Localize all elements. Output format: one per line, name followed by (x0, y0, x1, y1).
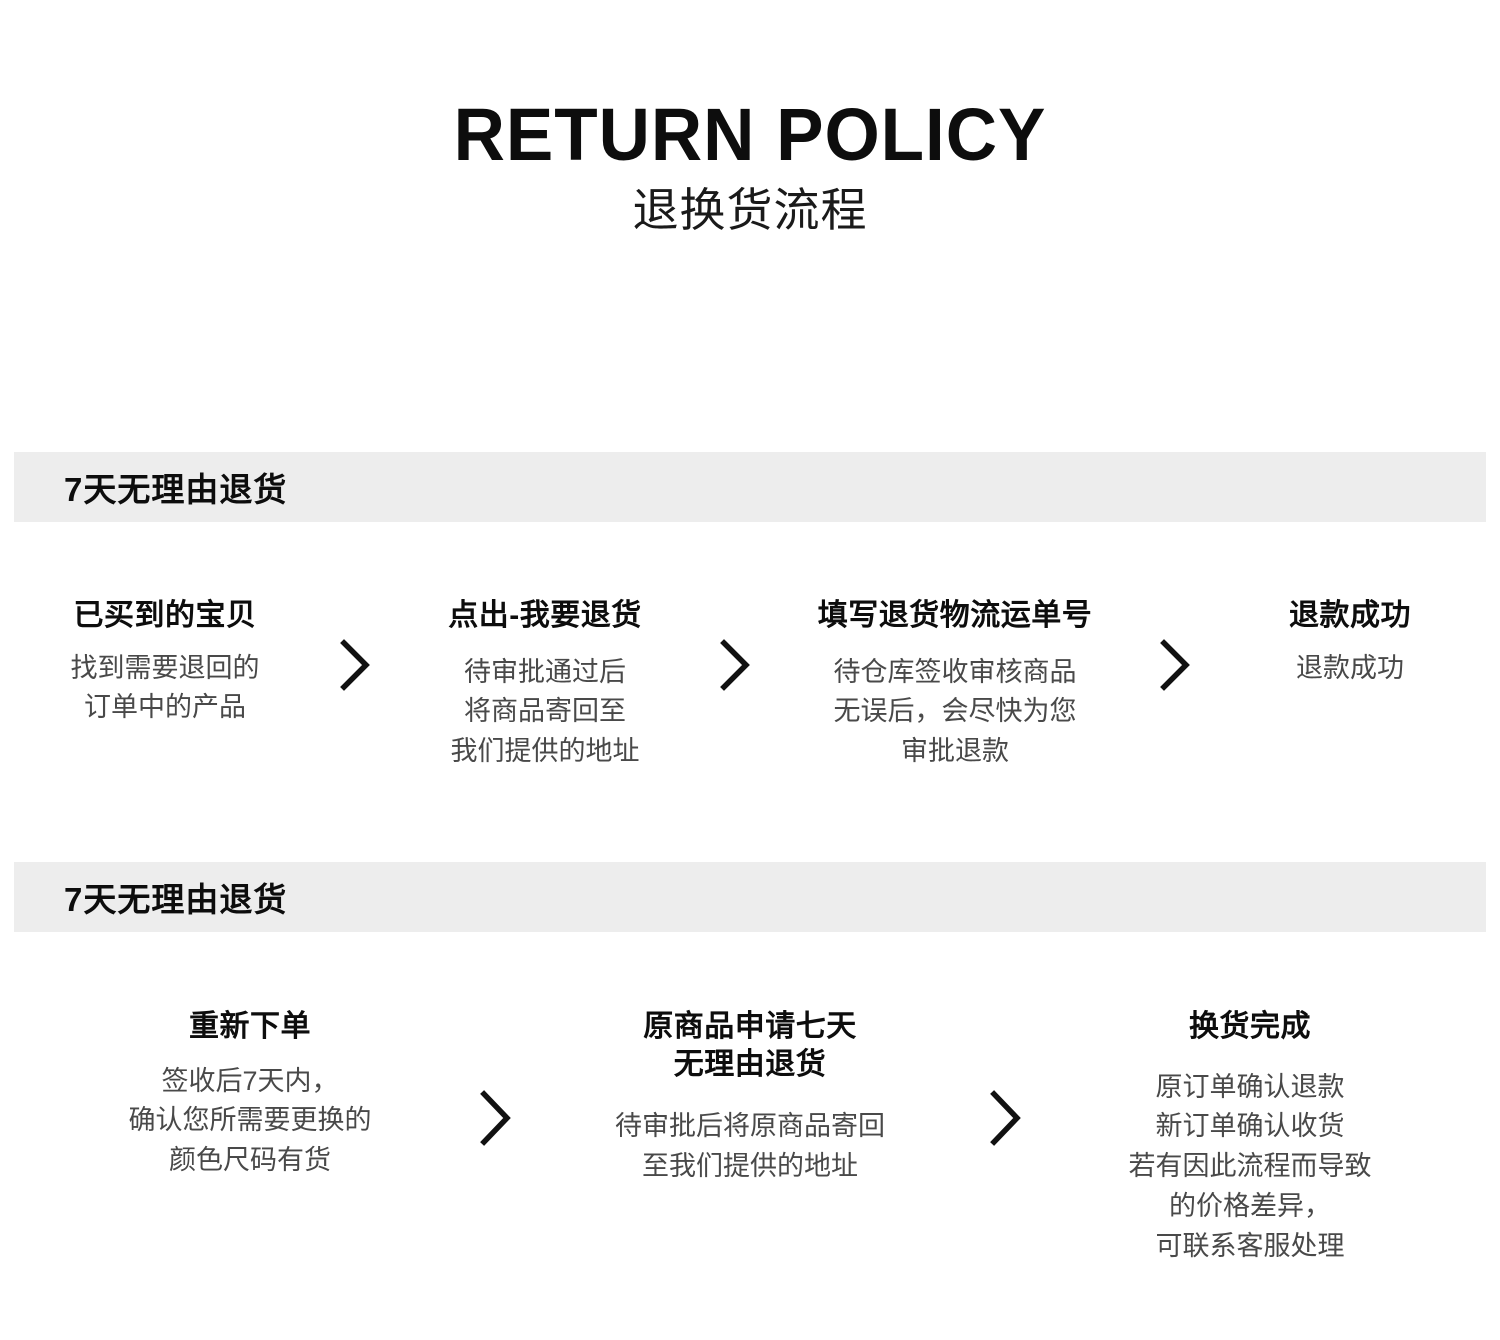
flow-step: 原商品申请七天 无理由退货 待审批后将原商品寄回 至我们提供的地址 (540, 1008, 960, 1187)
chevron-right-icon (450, 1008, 540, 1146)
flow-step-title: 点出-我要退货 (448, 599, 642, 632)
section-header-bar-returns: 7天无理由退货 (14, 452, 1486, 522)
return-flow-row: 已买到的宝贝 找到需要退回的 订单中的产品 点出-我要退货 待审批通过后 将商品… (0, 597, 1500, 772)
flow-step-title: 原商品申请七天 无理由退货 (643, 1010, 857, 1081)
chevron-right-icon (960, 1008, 1050, 1146)
page-header: RETURN POLICY 退换货流程 (0, 0, 1500, 237)
flow-step: 重新下单 签收后7天内， 确认您所需要更换的 颜色尺码有货 (50, 1008, 450, 1181)
chevron-right-icon (315, 597, 395, 691)
page-title-chinese: 退换货流程 (632, 184, 868, 236)
flow-step-title: 填写退货物流运单号 (817, 599, 1093, 632)
flow-step-description: 签收后7天内， 确认您所需要更换的 颜色尺码有货 (128, 1065, 372, 1176)
flow-step: 退款成功 退款成功 (1215, 597, 1485, 688)
chevron-right-icon (1135, 597, 1215, 691)
flow-step-description: 原订单确认退款 新订单确认收货 若有因此流程而导致 的价格差异， 可联系客服处理 (1128, 1071, 1372, 1262)
flow-step-description: 待审批通过后 将商品寄回至 我们提供的地址 (450, 656, 640, 767)
flow-step: 填写退货物流运单号 待仓库签收审核商品 无误后，会尽快为您 审批退款 (775, 597, 1135, 772)
flow-step-title: 换货完成 (1189, 1010, 1311, 1043)
flow-step-description: 待仓库签收审核商品 无误后，会尽快为您 审批退款 (833, 656, 1077, 767)
section-header-label: 7天无理由退货 (64, 471, 288, 508)
section-header-label: 7天无理由退货 (64, 881, 288, 918)
chevron-right-icon (695, 597, 775, 691)
flow-step-title: 重新下单 (189, 1010, 311, 1043)
flow-step: 点出-我要退货 待审批通过后 将商品寄回至 我们提供的地址 (395, 597, 695, 772)
flow-step-description: 退款成功 (1296, 652, 1404, 683)
flow-step-description: 找到需要退回的 订单中的产品 (70, 652, 260, 723)
flow-step-description: 待审批后将原商品寄回 至我们提供的地址 (615, 1111, 885, 1181)
exchange-flow-row: 重新下单 签收后7天内， 确认您所需要更换的 颜色尺码有货 原商品申请七天 无理… (0, 1008, 1500, 1267)
flow-step: 换货完成 原订单确认退款 新订单确认收货 若有因此流程而导致 的价格差异， 可联… (1050, 1008, 1450, 1267)
flow-step-title: 已买到的宝贝 (73, 599, 257, 632)
flow-step-title: 退款成功 (1289, 599, 1411, 632)
page-title-english: RETURN POLICY (453, 93, 1047, 176)
flow-step: 已买到的宝贝 找到需要退回的 订单中的产品 (15, 597, 315, 728)
section-header-bar-exchange: 7天无理由退货 (14, 862, 1486, 932)
